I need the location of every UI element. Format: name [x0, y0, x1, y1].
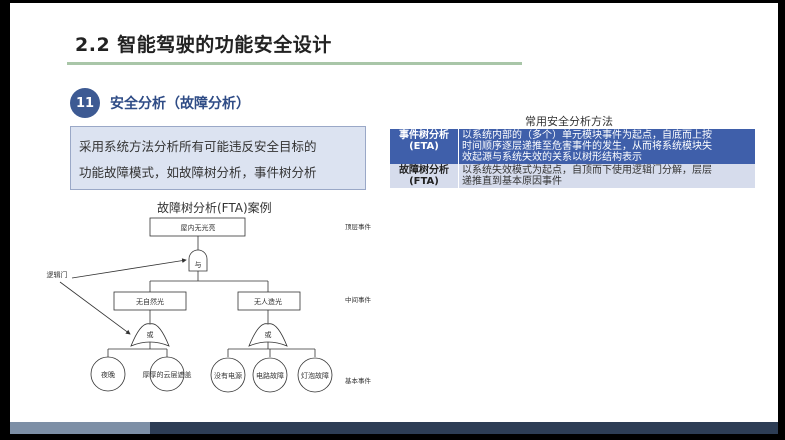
method-name-cell: 事件树分析 (ETA) [390, 129, 459, 164]
slide: 2.2 智能驾驶的功能安全设计 11 安全分析（故障分析） 采用系统方法分析所有… [10, 3, 778, 434]
basic-event-label: 电路故障 [256, 371, 284, 380]
top-event-label: 屋内无光亮 [181, 223, 216, 232]
slide-title: 2.2 智能驾驶的功能安全设计 [75, 34, 332, 56]
method-desc-line: 以系统失效模式为起点，自顶而下使用逻辑门分解，层层 [462, 165, 712, 176]
method-desc-line: 时间顺序逐层递推至危害事件的发生，从而将系统模块失 [462, 141, 712, 152]
top-event-box [149, 217, 246, 237]
method-name-cell: 故障树分析 (FTA) [390, 164, 459, 188]
basic-event-circle [90, 356, 126, 392]
method-abbr: (ETA) [409, 141, 439, 152]
method-name: 故障树分析 [399, 165, 449, 176]
level-label-intermediate: 中间事件 [345, 295, 372, 304]
description-line: 功能故障模式，如故障树分析，事件树分析 [79, 165, 317, 180]
or-gate-label: 或 [147, 330, 154, 339]
level-label-basic: 基本事件 [345, 376, 372, 385]
basic-event-label: 没有电源 [214, 371, 242, 380]
section-title: 安全分析（故障分析） [110, 96, 250, 112]
method-desc-cell: 以系统失效模式为起点，自顶而下使用逻辑门分解，层层 递推直到基本原因事件 [459, 164, 756, 188]
methods-table-caption: 常用安全分析方法 [525, 115, 613, 128]
method-name: 事件树分析 [399, 130, 449, 141]
intermediate-event-label: 无自然光 [136, 297, 164, 306]
description-line: 采用系统方法分析所有可能违反安全目标的 [79, 139, 317, 154]
basic-event-label: 夜晚 [101, 370, 115, 379]
or-gate-label: 或 [265, 330, 272, 339]
level-label-top: 顶层事件 [345, 222, 372, 231]
and-gate-shape [188, 249, 208, 272]
method-abbr: (FTA) [409, 176, 439, 187]
intermediate-event-box [237, 291, 301, 311]
footer-bar-dark [150, 422, 778, 434]
fta-title: 故障树分析(FTA)案例 [157, 201, 272, 215]
basic-event-label: 灯泡故障 [301, 371, 329, 380]
section-number-badge: 11 [70, 88, 100, 118]
method-desc-line: 递推直到基本原因事件 [462, 176, 562, 187]
basic-event-circle [149, 356, 185, 392]
basic-event-circle [210, 357, 246, 393]
and-gate-label: 与 [195, 261, 202, 269]
basic-event-label: 厚厚的云层遮盖 [143, 370, 192, 379]
annotation-arrow [71, 258, 187, 279]
basic-event-circle [252, 357, 288, 393]
description-box: 采用系统方法分析所有可能违反安全目标的 功能故障模式，如故障树分析，事件树分析 [70, 126, 366, 190]
method-desc-line: 效起源与系统失效的关系以树形结构表示 [462, 152, 642, 163]
method-desc-cell: 以系统内部的（多个）单元模块事件为起点，自底而上按 时间顺序逐层递推至危害事件的… [459, 129, 756, 164]
annotation-arrow [59, 281, 131, 335]
intermediate-event-label: 无人造光 [254, 297, 282, 306]
logic-gate-annotation: 逻辑门 [47, 270, 68, 279]
methods-table: 事件树分析 (ETA) 以系统内部的（多个）单元模块事件为起点，自底而上按 时间… [390, 129, 755, 188]
table-row-eta: 事件树分析 (ETA) 以系统内部的（多个）单元模块事件为起点，自底而上按 时间… [390, 129, 755, 164]
table-row-fta: 故障树分析 (FTA) 以系统失效模式为起点，自顶而下使用逻辑门分解，层层 递推… [390, 164, 755, 188]
basic-event-circle [297, 357, 333, 393]
fault-tree-diagram: 屋内无光亮 与 无自然光 无人造光 或 或 夜晚 厚厚的云层遮盖 没有电源 电路… [47, 217, 372, 393]
title-underline [67, 62, 522, 65]
method-desc-line: 以系统内部的（多个）单元模块事件为起点，自底而上按 [462, 130, 712, 141]
